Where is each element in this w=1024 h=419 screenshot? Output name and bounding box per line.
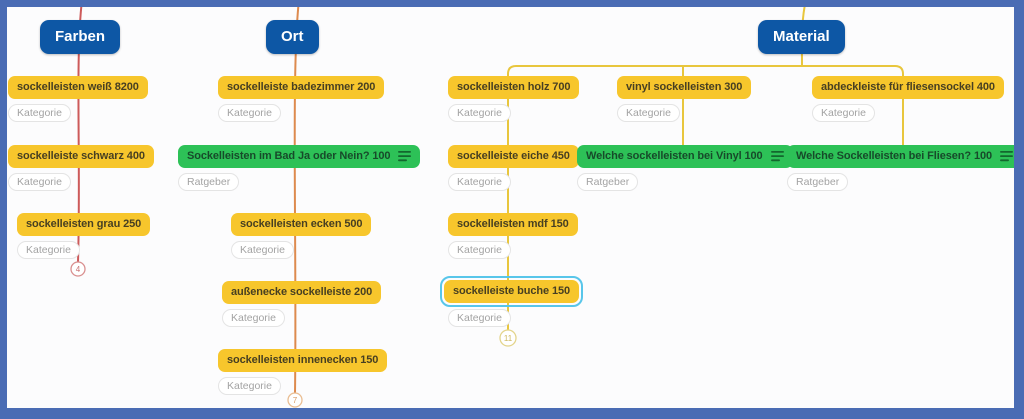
menu-icon[interactable] — [770, 151, 784, 162]
category-tag: Kategorie — [218, 104, 281, 122]
count-badge-ort-value: 7 — [293, 396, 298, 405]
keyword-node[interactable]: sockelleisten grau 250 — [17, 213, 151, 236]
count-badge-ort[interactable]: 7 — [287, 392, 303, 408]
branch-button-ort[interactable]: Ort — [266, 20, 319, 54]
count-badge-material[interactable]: 11 — [499, 329, 517, 347]
keyword-node[interactable]: sockelleiste schwarz 400 — [8, 145, 154, 168]
branch-button-farben[interactable]: Farben — [40, 20, 121, 54]
category-tag: Kategorie — [8, 173, 71, 191]
category-tag: Kategorie — [8, 104, 71, 122]
question-node[interactable]: Welche sockelleisten bei Vinyl 100 — [577, 145, 793, 168]
category-tag: Kategorie — [617, 104, 680, 122]
keyword-node[interactable]: sockelleisten holz 700 — [448, 76, 580, 99]
question-node[interactable]: Welche Sockelleisten bei Fliesen? 100 — [787, 145, 1023, 168]
keyword-node[interactable]: sockelleisten ecken 500 — [231, 213, 372, 236]
count-badge-material-value: 11 — [504, 334, 513, 343]
category-tag: Kategorie — [812, 104, 875, 122]
category-tag: Kategorie — [17, 241, 80, 259]
count-badge-farben-value: 4 — [76, 265, 81, 274]
keyword-node-selected[interactable]: sockelleiste buche 150 — [444, 280, 580, 303]
count-badge-farben[interactable]: 4 — [70, 261, 86, 277]
connector-material-rail — [507, 65, 904, 330]
keyword-node[interactable]: sockelleisten mdf 150 — [448, 213, 578, 236]
connector-ort — [293, 0, 300, 394]
category-tag: Kategorie — [448, 241, 511, 259]
ratgeber-tag: Ratgeber — [577, 173, 639, 191]
category-tag: Kategorie — [231, 241, 294, 259]
ratgeber-tag: Ratgeber — [787, 173, 849, 191]
menu-icon[interactable] — [398, 151, 412, 162]
question-node-label: Sockelleisten im Bad Ja oder Nein? 100 — [187, 150, 391, 162]
keyword-node[interactable]: sockelleiste eiche 450 — [448, 145, 579, 168]
keyword-node[interactable]: vinyl sockelleisten 300 — [617, 76, 752, 99]
category-tag: Kategorie — [222, 309, 285, 327]
keyword-node[interactable]: sockelleiste badezimmer 200 — [218, 76, 385, 99]
question-node-label: Welche Sockelleisten bei Fliesen? 100 — [796, 150, 993, 162]
category-tag: Kategorie — [448, 104, 511, 122]
question-node[interactable]: Sockelleisten im Bad Ja oder Nein? 100 — [178, 145, 421, 168]
keyword-node[interactable]: sockelleisten weiß 8200 — [8, 76, 148, 99]
category-tag: Kategorie — [448, 309, 511, 327]
category-tag: Kategorie — [218, 377, 281, 395]
ratgeber-tag: Ratgeber — [178, 173, 240, 191]
branch-button-material[interactable]: Material — [758, 20, 845, 54]
selected-node-outline: sockelleiste buche 150 — [440, 276, 584, 307]
keyword-node[interactable]: sockelleisten innenecken 150 — [218, 349, 388, 372]
keyword-node[interactable]: außenecke sockelleiste 200 — [222, 281, 382, 304]
category-tag: Kategorie — [448, 173, 511, 191]
menu-icon[interactable] — [1000, 151, 1014, 162]
question-node-label: Welche sockelleisten bei Vinyl 100 — [586, 150, 763, 162]
keyword-node[interactable]: abdeckleiste für fliesensockel 400 — [812, 76, 1004, 99]
